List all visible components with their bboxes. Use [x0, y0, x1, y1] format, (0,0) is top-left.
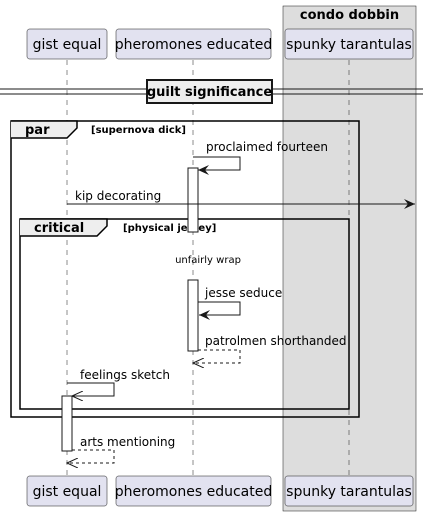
- fragment-critical-keyword: critical: [34, 221, 84, 236]
- participant-spunky-top-label: spunky tarantulas: [286, 37, 412, 53]
- activation-pheromones-2: [187, 279, 199, 352]
- fragment-critical-condition: [physical jersey]: [123, 223, 216, 234]
- message-jesse-seduce: jesse seduce: [198, 286, 282, 320]
- participant-spunky-bottom: [284, 475, 414, 507]
- message-arrow: [193, 156, 241, 175]
- fragment-critical: critical [physical jersey]: [19, 218, 350, 410]
- message-unfairly-wrap: unfairly wrap: [175, 255, 241, 266]
- message-feelings-sketch: feelings sketch: [67, 368, 170, 396]
- message-arrow: [67, 449, 115, 463]
- fragment-critical-frame: [19, 218, 350, 410]
- participant-pheromones-bottom-label: pheromones educated: [115, 484, 272, 500]
- fragment-par: par [supernova dick]: [10, 120, 360, 418]
- participant-pheromones-bottom: [115, 475, 272, 507]
- participant-pheromones-top-label: pheromones educated: [115, 37, 272, 53]
- message-label: feelings sketch: [80, 368, 170, 382]
- participant-gist-bottom: [26, 475, 108, 507]
- message-label: kip decorating: [75, 189, 161, 203]
- message-label: unfairly wrap: [175, 255, 241, 266]
- message-label: jesse seduce: [204, 286, 282, 300]
- fragment-par-condition: [supernova dick]: [91, 125, 186, 136]
- message-patrolmen-shorthanded: patrolmen shorthanded: [193, 334, 347, 363]
- activations: [61, 167, 199, 452]
- fragment-par-frame: [10, 120, 360, 418]
- participant-spunky-bottom-label: spunky tarantulas: [286, 484, 412, 500]
- participant-gist-top: [26, 28, 108, 60]
- message-arts-mentioning: arts mentioning: [67, 435, 175, 463]
- participants-bottom: gist equal pheromones educated spunky ta…: [26, 475, 414, 507]
- participant-box-title: condo dobbin: [300, 8, 399, 23]
- participant-gist-top-label: gist equal: [33, 37, 102, 53]
- participants-top: gist equal pheromones educated spunky ta…: [26, 28, 414, 60]
- fragment-par-keyword: par: [25, 123, 50, 138]
- fragment-critical-tab: [20, 218, 108, 237]
- message-label: proclaimed fourteen: [206, 140, 328, 154]
- message-proclaimed-fourteen: proclaimed fourteen: [193, 140, 328, 175]
- activation-gist: [61, 395, 73, 452]
- message-kip-decorating: kip decorating: [67, 189, 415, 209]
- participant-spunky-top: [284, 28, 414, 60]
- divider-label: guilt significance: [147, 85, 272, 100]
- divider: guilt significance: [0, 79, 423, 104]
- divider-label-box: [146, 79, 273, 104]
- message-arrow: [193, 349, 241, 363]
- participant-pheromones-top: [115, 28, 272, 60]
- message-label: arts mentioning: [80, 435, 175, 449]
- message-arrow: [198, 301, 241, 320]
- message-label: patrolmen shorthanded: [205, 334, 347, 348]
- message-arrow: [67, 382, 115, 396]
- fragment-par-tab: [11, 120, 78, 139]
- activation-pheromones-1: [187, 167, 199, 233]
- participant-gist-bottom-label: gist equal: [33, 484, 102, 500]
